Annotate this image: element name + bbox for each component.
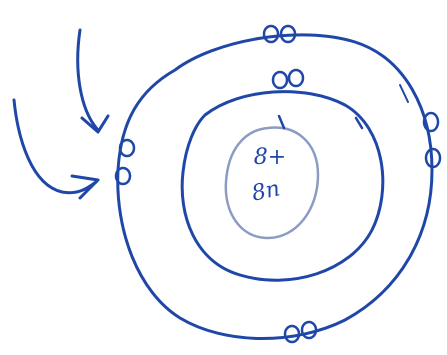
left-arrow [14,100,98,198]
electron [302,322,316,338]
electron [273,72,287,88]
nucleus-charge-label: 8+ [254,145,286,170]
inner-shell-electrons [273,70,303,88]
nucleus: 8+ 8n [226,127,318,238]
nucleus-neutron-label: 8n [250,176,283,206]
electron [285,326,299,342]
upper-arrow [78,30,108,132]
electron [289,70,303,86]
inner-shell [182,92,383,281]
electron [264,26,278,42]
